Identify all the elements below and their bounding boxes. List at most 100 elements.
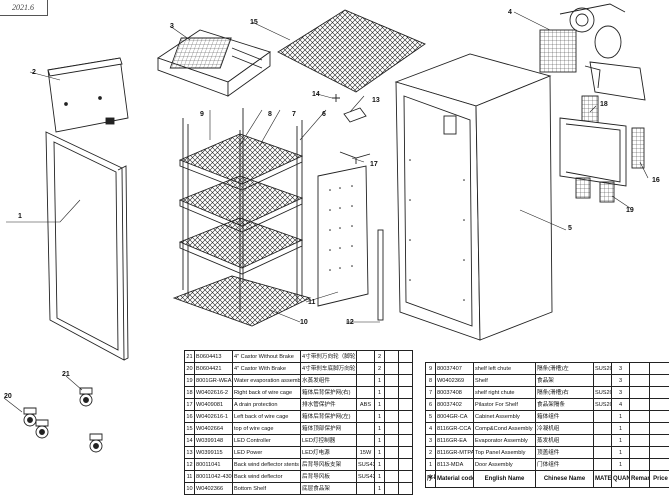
bom-price bbox=[650, 435, 669, 447]
bom-material-code: W0402369 bbox=[436, 375, 474, 387]
bom-item-number: 6 bbox=[426, 399, 436, 411]
bom-item-number: 18 bbox=[185, 387, 195, 399]
bom-item-number: 12 bbox=[185, 459, 195, 471]
bom-item-number: 2 bbox=[426, 447, 436, 459]
bom-chinese-name: 后背导风板支架 bbox=[301, 459, 357, 471]
callout-11: 11 bbox=[308, 299, 316, 306]
callout-5: 5 bbox=[568, 225, 572, 232]
bom-chinese-name: 底层食品架 bbox=[301, 483, 357, 495]
bom-price bbox=[399, 483, 413, 495]
bom-material: SUS201 bbox=[594, 399, 612, 411]
bom-english-name: Cabinet Assembly bbox=[474, 411, 536, 423]
bom-material bbox=[357, 483, 375, 495]
bom-remark bbox=[385, 411, 399, 423]
bom-price bbox=[650, 411, 669, 423]
bom-chinese-name: 门体组件 bbox=[536, 459, 594, 471]
bom-remark bbox=[385, 435, 399, 447]
bom-price bbox=[650, 387, 669, 399]
bom-material bbox=[594, 459, 612, 471]
bom-remark bbox=[630, 447, 650, 459]
bom-quantity: 1 bbox=[375, 399, 385, 411]
bom-chinese-name: 冷凝机组 bbox=[536, 423, 594, 435]
bom-english-name: Bottom Shelf bbox=[233, 483, 301, 495]
bom-header-quantity: QUANTITY bbox=[612, 471, 630, 488]
bom-english-name: Water evaporation assembly bbox=[233, 375, 301, 387]
bom-material-code: 8004GR-CA bbox=[436, 411, 474, 423]
bom-remark bbox=[630, 423, 650, 435]
callout-9: 9 bbox=[200, 111, 204, 118]
part-top-panel bbox=[48, 58, 128, 132]
bom-chinese-name: 4寸带刹车底脚万向轮（脚） bbox=[301, 363, 357, 375]
bom-remark bbox=[630, 399, 650, 411]
bom-item-number: 10 bbox=[185, 483, 195, 495]
bom-price bbox=[399, 363, 413, 375]
bom-header-chinese-name: Chinese Name bbox=[536, 471, 594, 488]
bom-price bbox=[650, 363, 669, 375]
part-door-assembly bbox=[46, 132, 128, 360]
bom-header-remark: Remark bbox=[630, 471, 650, 488]
bom-price bbox=[399, 399, 413, 411]
callout-14: 14 bbox=[312, 91, 320, 98]
bom-price bbox=[399, 387, 413, 399]
bom-item-number: 20 bbox=[185, 363, 195, 375]
bom-material bbox=[357, 411, 375, 423]
bom-material-code: W0402616-2 bbox=[195, 387, 233, 399]
bom-chinese-name: LED灯控制器 bbox=[301, 435, 357, 447]
bom-quantity: 1 bbox=[612, 435, 630, 447]
bom-material bbox=[594, 411, 612, 423]
bom-quantity: 4 bbox=[612, 399, 630, 411]
bom-header-material-code: Material code bbox=[436, 471, 474, 488]
bom-remark bbox=[385, 483, 399, 495]
bom-item-number: 16 bbox=[185, 411, 195, 423]
bom-remark bbox=[385, 459, 399, 471]
bom-price bbox=[399, 459, 413, 471]
callout-2: 2 bbox=[32, 69, 36, 76]
bom-item-number: 11 bbox=[185, 471, 195, 483]
bom-quantity: 1 bbox=[375, 435, 385, 447]
bom-english-name: shelf left chute bbox=[474, 363, 536, 375]
part-drain-protection bbox=[340, 152, 370, 164]
bom-chinese-name: 隔条(滑槽)右 bbox=[536, 387, 594, 399]
bom-quantity: 3 bbox=[612, 363, 630, 375]
bom-material bbox=[357, 423, 375, 435]
bom-price bbox=[650, 459, 669, 471]
bom-price bbox=[650, 447, 669, 459]
bom-material-code: 80011041 bbox=[195, 459, 233, 471]
part-deflector-stent bbox=[378, 230, 383, 320]
callout-13: 13 bbox=[372, 97, 380, 104]
callout-17: 17 bbox=[370, 161, 378, 168]
part-water-evaporation-assembly bbox=[560, 118, 626, 202]
bom-chinese-name: 食品架 bbox=[536, 375, 594, 387]
part-evaporator-assembly bbox=[158, 30, 270, 96]
bom-header-material: MATERIAL bbox=[594, 471, 612, 488]
callout-8: 8 bbox=[268, 111, 272, 118]
bom-english-name: shelf right chute bbox=[474, 387, 536, 399]
bom-material bbox=[357, 375, 375, 387]
bom-material bbox=[357, 351, 375, 363]
bom-item-number: 21 bbox=[185, 351, 195, 363]
callout-16: 16 bbox=[652, 177, 660, 184]
bom-remark bbox=[385, 471, 399, 483]
bom-english-name: 4" Castor With Brake bbox=[233, 363, 301, 375]
bom-quantity: 1 bbox=[612, 459, 630, 471]
bom-material-code: 80037408 bbox=[436, 387, 474, 399]
bom-item-number: 14 bbox=[185, 435, 195, 447]
bom-price bbox=[650, 375, 669, 387]
bom-quantity: 2 bbox=[375, 363, 385, 375]
bom-material-code: W0399115 bbox=[195, 447, 233, 459]
callout-15: 15 bbox=[250, 19, 258, 26]
bom-english-name: Shelf bbox=[474, 375, 536, 387]
bom-material bbox=[594, 375, 612, 387]
